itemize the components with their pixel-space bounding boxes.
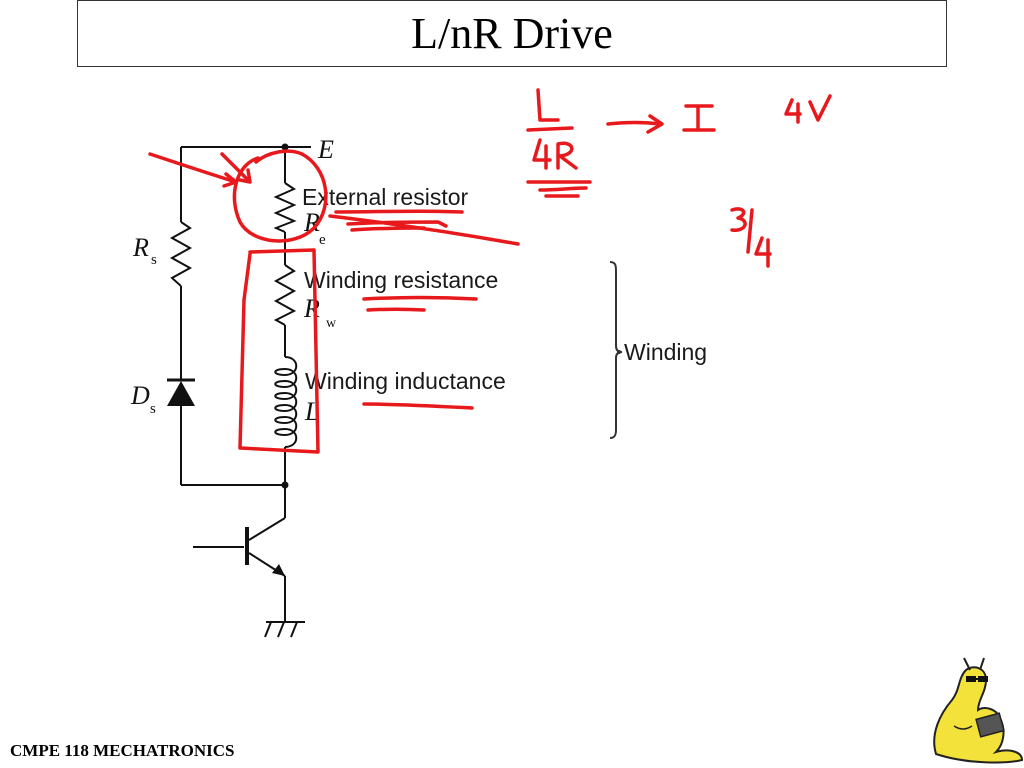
pen-line-diag (328, 214, 520, 246)
re-sub: e (319, 232, 326, 248)
ds-diode (167, 381, 195, 406)
rs-resistor (169, 221, 193, 287)
junction-dot (281, 481, 289, 489)
pen-annotations (148, 88, 832, 454)
brace-dot (617, 350, 621, 354)
pen-4R (532, 138, 578, 170)
inductor-coil (274, 356, 298, 448)
pen-underline-2 (362, 295, 478, 301)
pen-box (238, 248, 320, 454)
supply-label: E (317, 135, 334, 164)
ds-sub: s (150, 401, 156, 417)
winding-inductance-text: Winding inductance (305, 368, 506, 394)
footer-course-title: CMPE 118 MECHATRONICS (10, 741, 235, 760)
pen-arrow-I (606, 120, 662, 126)
pen-circle (232, 149, 328, 243)
winding-text: Winding (624, 339, 707, 365)
emitter-arrow (272, 564, 285, 576)
slide-title: L/nR Drive (411, 8, 613, 58)
rw-label: R (303, 294, 320, 323)
winding-brace (609, 261, 623, 439)
rs-sub: s (151, 252, 157, 268)
pen-fraction-bar (526, 126, 574, 132)
rw-sub: w (326, 316, 337, 331)
slug-mascot-logo (933, 657, 1024, 764)
winding-resistance-text: Winding resistance (304, 267, 498, 293)
title-box: L/nR Drive (77, 0, 947, 67)
junction-dot (281, 143, 289, 151)
external-resistor-text: External resistor (302, 184, 469, 210)
pen-arrow-2 (220, 152, 250, 182)
rw-resistor (273, 264, 297, 326)
pen-three-fourths (730, 207, 772, 268)
pen-I (682, 104, 716, 132)
rs-label: R (132, 233, 149, 262)
re-resistor (273, 182, 297, 233)
ds-label: D (130, 381, 150, 410)
pen-L (536, 88, 560, 122)
pen-underline-1 (334, 209, 464, 214)
pen-arrow-1 (148, 152, 238, 184)
re-label: R (303, 208, 320, 237)
pen-4V (784, 94, 832, 124)
pen-underline-3 (362, 402, 474, 410)
